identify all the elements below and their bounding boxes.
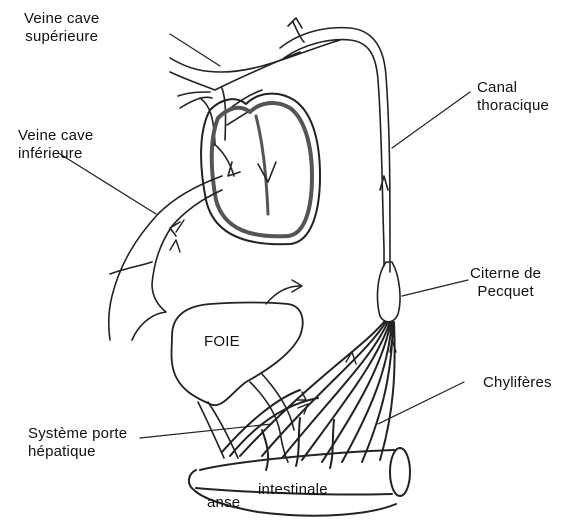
label-intestinale: intestinale [258, 481, 328, 499]
cisterna-chyli [378, 262, 400, 322]
inferior-vena-cava-vessel [109, 176, 222, 340]
liver [172, 303, 303, 406]
label-foie: FOIE [204, 333, 240, 351]
label-chyliferes: Chylifères [483, 374, 552, 392]
label-veine-cave-superieure: Veine cave supérieure [24, 10, 99, 46]
label-canal-thoracique: Canal thoracique [477, 79, 549, 115]
label-systeme-porte-hepatique: Système porte hépatique [28, 425, 127, 461]
chyliferous-vessels [222, 322, 395, 470]
label-citerne-de-pecquet: Citerne de Pecquet [470, 265, 541, 301]
label-veine-cave-inferieure: Veine cave inférieure [18, 127, 93, 163]
label-anse: anse [207, 494, 240, 512]
heart [201, 94, 320, 245]
